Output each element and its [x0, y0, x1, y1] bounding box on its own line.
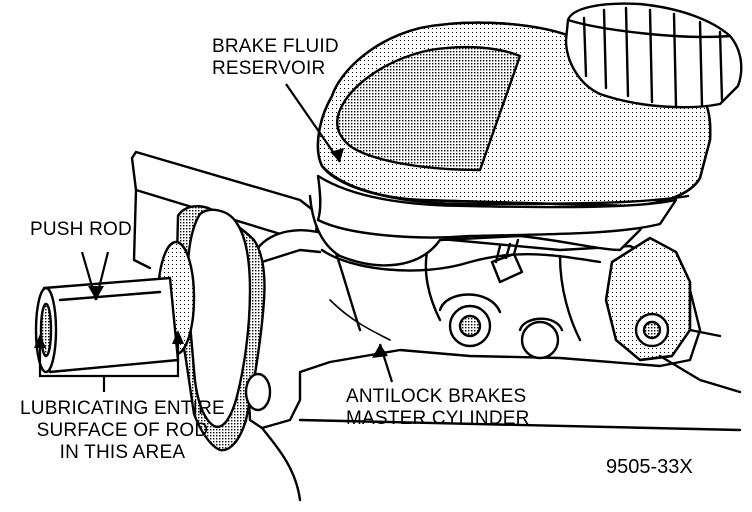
flange-bolt-hole	[244, 372, 272, 412]
brake-line-2	[688, 328, 722, 338]
arrow-heads	[34, 148, 388, 358]
push-rod-end-inner	[39, 302, 53, 358]
reservoir-cap-top	[566, 18, 732, 39]
reservoir-cap-ribs	[582, 6, 724, 108]
label-master-line-1: ANTILOCK BRAKES	[346, 386, 527, 407]
label-push-rod: PUSH ROD	[30, 219, 132, 240]
label-lube-line-1: LUBRICATING ENTIRE	[20, 398, 225, 419]
arrow-pushrod	[88, 286, 104, 300]
end-fitting-outline	[604, 236, 692, 362]
figure-number: 9505-33X	[606, 456, 693, 478]
mounting-plate-edge	[132, 188, 152, 270]
arrow-lube-right	[172, 330, 184, 344]
push-rod-highlight	[58, 290, 162, 302]
reservoir-body-dark	[336, 45, 522, 172]
arrow-master	[372, 344, 388, 358]
reservoir-lip	[320, 164, 690, 206]
reservoir-neck-lower	[320, 248, 602, 272]
brake-line	[658, 354, 742, 394]
port-left-boss	[438, 293, 502, 314]
label-lube-line-3: IN THIS AREA	[59, 442, 186, 463]
arrow-lube-left	[34, 334, 46, 348]
label-lubricating-area: LUBRICATING ENTIRE SURFACE OF ROD IN THI…	[20, 398, 225, 464]
port-right-boss	[518, 317, 564, 332]
label-antilock-master-cylinder: ANTILOCK BRAKES MASTER CYLINDER	[346, 386, 530, 430]
leader-reservoir	[285, 83, 341, 163]
arrow-reservoir	[330, 148, 344, 162]
cylinder-shading	[329, 299, 391, 341]
port-right	[520, 320, 560, 360]
label-master-line-2: MASTER CYLINDER	[346, 408, 530, 429]
label-brake-fluid-reservoir: BRAKE FLUID RESERVOIR	[212, 36, 339, 80]
base-bracket	[260, 426, 302, 502]
cylinder-body-top-edge	[260, 248, 322, 264]
port-left-inner	[458, 314, 482, 338]
label-reservoir-line-1: BRAKE FLUID	[212, 36, 339, 57]
label-reservoir-line-2: RESERVOIR	[212, 58, 326, 79]
end-port-inner	[642, 320, 662, 340]
base-edge	[298, 418, 742, 432]
lube-bracket-left	[38, 336, 180, 378]
reservoir-lower-band	[316, 174, 678, 239]
label-lube-line-2: SURFACE OF ROD	[36, 420, 209, 441]
